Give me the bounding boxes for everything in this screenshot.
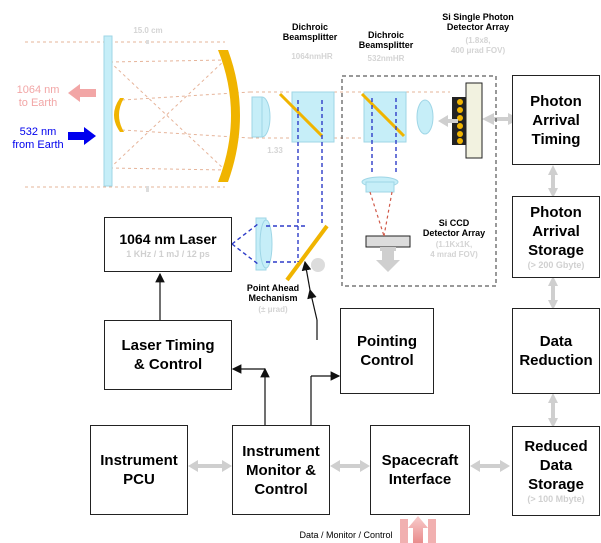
photon-detector-housing [465,82,483,159]
focal-length-label: 15.0 cm [133,26,163,35]
instrument-monitor-control-title: Instrument Monitor & Control [242,442,320,498]
pointing-control-title: Pointing Control [357,333,417,369]
reduced-data-storage-box: Reduced Data Storage (> 100 Mbyte) [512,426,600,516]
reduced-data-storage-spec: (> 100 Mbyte) [527,494,585,504]
si-single-photon-label: Si Single Photon Detector Array [442,12,514,32]
dichroic-label-2: Dichroic Beamsplitter [358,30,414,50]
photon-arrival-timing-title: Photon Arrival Timing [530,92,582,148]
detector-enclosure [341,75,497,287]
point-ahead-label: Point Ahead Mechanism [246,283,300,303]
photon-arrival-storage-title: Photon Arrival Storage [528,204,584,259]
beamsplitter-cube-1 [291,91,335,143]
laser-box: 1064 nm Laser 1 KHz / 1 mJ / 12 ps [104,217,232,272]
laser-timing-title: Laser Timing & Control [121,337,215,373]
instrument-monitor-control-box: Instrument Monitor & Control [232,425,330,515]
reduced-data-storage-title: Reduced Data Storage [524,438,588,493]
spacecraft-interface-title: Spacecraft Interface [381,452,459,488]
pointing-control-box: Pointing Control [340,308,434,394]
laser-title: 1064 nm Laser [119,230,217,247]
si-ccd-label: Si CCD Detector Array [422,218,486,238]
ccd-detector [365,235,411,248]
primary-mirror [218,50,240,182]
laser-spec: 1 KHz / 1 mJ / 12 ps [126,248,210,259]
telescope-window [103,35,113,187]
laser-timing-box: Laser Timing & Control [104,320,232,390]
instrument-pcu-box: Instrument PCU [90,425,188,515]
from-earth-label: 532 nm from Earth [12,126,64,151]
data-flow-arrows [188,113,558,472]
data-reduction-box: Data Reduction [512,308,600,394]
photon-arrival-timing-box: Photon Arrival Timing [512,75,600,165]
secondary-mirror [114,98,124,132]
data-input-arrow [408,516,428,543]
from-earth-arrow [68,127,96,145]
point-ahead-mirror [285,224,329,282]
photon-arrival-storage-box: Photon Arrival Storage (> 200 Gbyte) [512,196,600,278]
si-single-photon-spec: (1.8x8, 400 μrad FOV) [450,36,506,55]
ratio-label: 1.33 [267,146,283,155]
to-earth-label: 1064 nm to Earth [16,84,60,109]
si-ccd-spec: (1.1Kx1K, 4 mrad FOV) [430,240,478,259]
to-earth-arrow [68,84,96,102]
instrument-pcu-title: Instrument PCU [100,452,178,488]
dichroic-label-1: Dichroic Beamsplitter [282,22,338,42]
data-reduction-title: Data Reduction [519,333,593,369]
hr-532-label: 532nmHR [367,54,405,63]
hr-1064-label: 1064nmHR [291,52,333,61]
spacecraft-interface-box: Spacecraft Interface [370,425,470,515]
point-ahead-spec: (± μrad) [258,305,288,314]
photon-arrival-storage-spec: (> 200 Gbyte) [527,260,585,270]
data-monitor-control-label: Data / Monitor / Control [299,530,393,540]
